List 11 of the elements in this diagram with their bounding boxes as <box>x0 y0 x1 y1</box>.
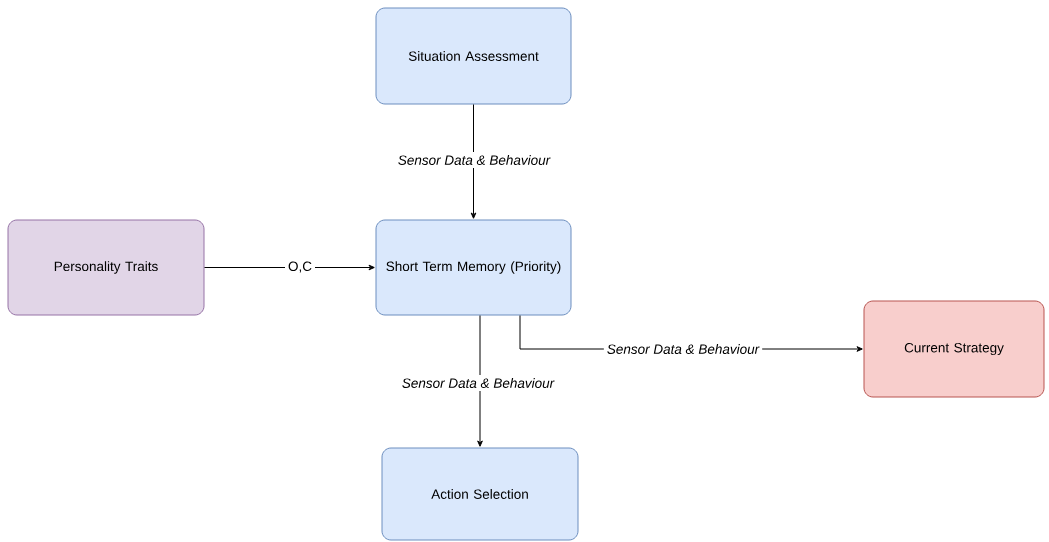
process-box: Current Strategy <box>863 300 1045 398</box>
process-box: Situation Assessment <box>375 7 572 105</box>
edge-label: Sensor Data & Behaviour <box>394 152 554 168</box>
arrow <box>470 104 477 219</box>
edge-label: Sensor Data & Behaviour <box>603 341 763 357</box>
arrow <box>477 315 483 447</box>
edge-label: O,C <box>285 258 315 276</box>
process-box: Personality Traits <box>7 219 205 316</box>
process-box: Short Term Memory (Priority) <box>375 219 572 316</box>
edge-label: Sensor Data & Behaviour <box>398 375 558 391</box>
process-box: Action Selection <box>381 447 579 541</box>
